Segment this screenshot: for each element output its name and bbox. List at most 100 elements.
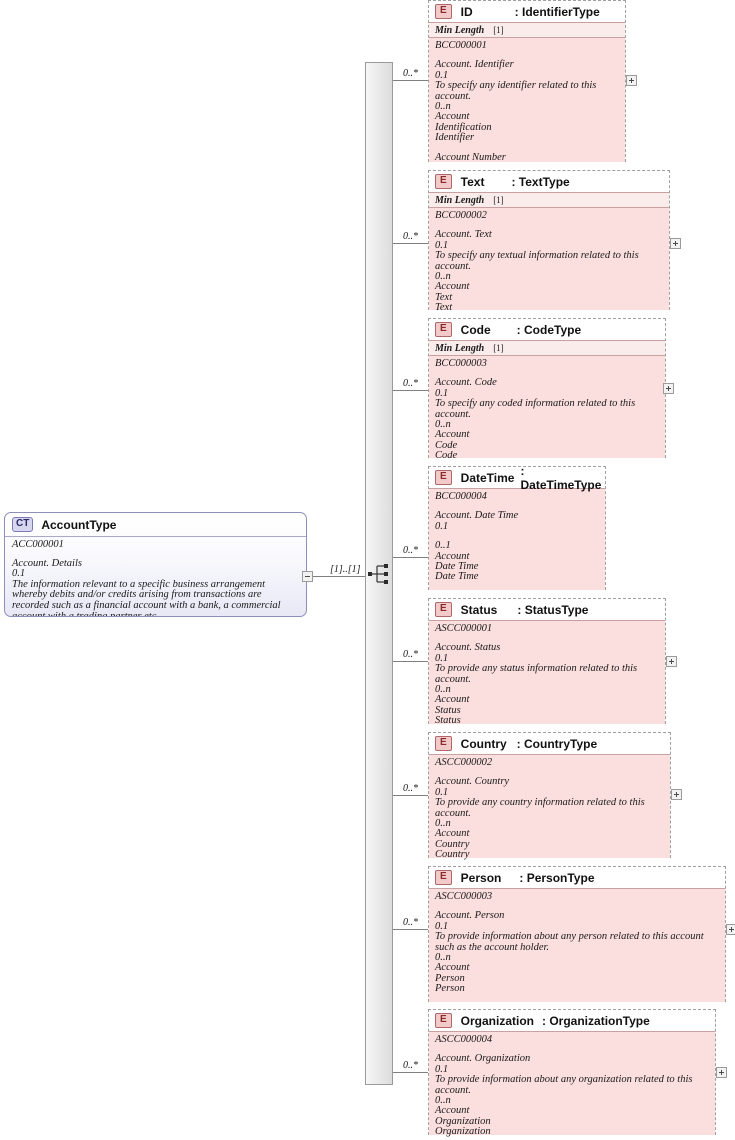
element-box-person[interactable]: E Person : PersonType ASCC000003 Account…: [428, 866, 726, 1002]
element-property-term: Date Time: [435, 561, 479, 573]
element-property-term: Organization: [435, 1115, 491, 1127]
expand-toggle-code[interactable]: [663, 383, 674, 394]
connector-sequence-to-text: [393, 243, 428, 244]
element-version: 0.1: [435, 920, 449, 932]
element-header-id: E ID : IdentifierType: [429, 1, 625, 23]
element-body-person: ASCC000003 Account. Person 0.1 To provid…: [429, 889, 725, 1002]
expand-toggle-text[interactable]: [670, 238, 681, 249]
element-header-code: E Code : CodeType: [429, 319, 665, 341]
facet-label: Min Length: [435, 342, 485, 354]
element-box-text[interactable]: E Text : TextType Min Length [1] BCC0000…: [428, 170, 670, 314]
sequence-icon: [368, 563, 392, 585]
cardinality-code: 0..*: [403, 378, 418, 389]
element-representation-term: Date Time: [435, 571, 479, 583]
element-header-datetime: E DateTime : DateTimeType: [429, 463, 605, 492]
element-badge-icon: E: [435, 322, 452, 337]
element-name-person: Person: [460, 870, 502, 885]
element-body-id: BCC000001 Account. Identifier 0.1 To spe…: [429, 38, 625, 163]
element-badge-icon: E: [435, 736, 452, 751]
element-facet-code: Min Length [1]: [429, 341, 665, 356]
connector-sequence-to-id: [393, 80, 428, 81]
element-type-organization: : OrganizationType: [542, 1013, 650, 1028]
element-id-code: BCC000002: [435, 210, 487, 221]
element-box-status[interactable]: E Status : StatusType ASCC000001 Account…: [428, 598, 666, 727]
element-badge-icon: E: [435, 470, 452, 485]
element-facet-id: Min Length [1]: [429, 23, 625, 38]
element-box-id[interactable]: E ID : IdentifierType Min Length [1] BCC…: [428, 0, 626, 163]
element-property-term: Country: [435, 838, 470, 850]
collapse-toggle-accounttype[interactable]: [302, 571, 313, 582]
element-body-status: ASCC000001 Account. Status 0.1 To provid…: [429, 621, 665, 727]
element-definition: To specify any coded information related…: [435, 398, 636, 420]
element-object-class: Account: [435, 429, 470, 441]
complextype-badge-icon: CT: [12, 517, 34, 532]
expand-toggle-country[interactable]: [671, 789, 682, 800]
element-box-datetime[interactable]: E DateTime : DateTimeType BCC000004 Acco…: [428, 463, 606, 590]
element-id-code: BCC000001: [435, 40, 487, 51]
element-body-country: ASCC000002 Account. Country 0.1 To provi…: [429, 755, 670, 861]
element-version: 0.1: [435, 1063, 449, 1075]
facet-occurrence: [1]: [493, 343, 504, 353]
element-definition: To provide information about any person …: [435, 931, 704, 953]
element-version: 0.1: [435, 652, 449, 664]
element-name-text: Text: [460, 174, 485, 189]
element-representation-term: Identifier: [435, 132, 475, 144]
complextype-dictionary-name: Account. Details: [12, 557, 82, 569]
element-property-term: Identification: [435, 121, 492, 133]
element-dictionary-name: Account. Country: [435, 776, 510, 788]
element-box-code[interactable]: E Code : CodeType Min Length [1] BCC0000…: [428, 318, 666, 461]
element-header-organization: E Organization : OrganizationType: [429, 1010, 715, 1032]
expand-toggle-id[interactable]: [626, 75, 637, 86]
cardinality-text: 0..*: [403, 231, 418, 242]
element-property-term: Status: [435, 704, 461, 716]
element-object-class: Account: [435, 694, 470, 706]
element-box-country[interactable]: E Country : CountryType ASCC000002 Accou…: [428, 732, 671, 861]
expand-toggle-person[interactable]: [726, 924, 735, 935]
element-type-datetime: : DateTimeType: [520, 463, 602, 492]
element-representation-term: Text: [435, 302, 453, 314]
element-object-class: Account: [435, 111, 470, 123]
connector-sequence-to-country: [393, 795, 428, 796]
expand-toggle-organization[interactable]: [716, 1067, 727, 1078]
expand-toggle-status[interactable]: [666, 656, 677, 667]
element-representation-term: Person: [435, 983, 465, 995]
element-dictionary-name: Account. Person: [435, 910, 505, 922]
element-type-status: : StatusType: [517, 602, 589, 617]
element-type-code: : CodeType: [516, 322, 582, 337]
element-extra-note: Account Number: [435, 151, 506, 163]
element-badge-icon: E: [435, 870, 452, 885]
element-type-text: : TextType: [511, 174, 570, 189]
element-version: 0.1: [435, 69, 449, 81]
cardinality-organization: 0..*: [403, 1060, 418, 1071]
element-body-text: BCC000002 Account. Text 0.1 To specify a…: [429, 208, 669, 314]
element-occurrence: 0..n: [435, 271, 451, 283]
element-dictionary-name: Account. Code: [435, 377, 497, 389]
element-version: 0.1: [435, 786, 449, 798]
element-property-term: Person: [435, 972, 465, 984]
facet-label: Min Length: [435, 24, 485, 36]
connector-sequence-to-organization: [393, 1072, 428, 1073]
cardinality-id: 0..*: [403, 68, 418, 79]
element-version: 0.1: [435, 239, 449, 251]
element-representation-term: Status: [435, 715, 461, 727]
element-name-organization: Organization: [460, 1013, 535, 1028]
element-representation-term: Country: [435, 849, 470, 861]
element-occurrence: 0..n: [435, 952, 451, 964]
cardinality-root: [1]..[1]: [330, 564, 361, 575]
element-occurrence: 0..n: [435, 818, 451, 830]
complextype-box-accounttype[interactable]: CT AccountType ACC000001 Account. Detail…: [4, 512, 307, 617]
connector-sequence-to-code: [393, 390, 428, 391]
element-id-code: ASCC000001: [435, 623, 493, 634]
element-dictionary-name: Account. Identifier: [435, 59, 514, 71]
element-box-organization[interactable]: E Organization : OrganizationType ASCC00…: [428, 1009, 716, 1137]
element-occurrence: 0..n: [435, 1095, 451, 1107]
element-object-class: Account: [435, 1105, 470, 1117]
facet-occurrence: [1]: [493, 195, 504, 205]
cardinality-status: 0..*: [403, 649, 418, 660]
element-version: 0.1: [435, 520, 449, 532]
element-badge-icon: E: [435, 174, 452, 189]
element-header-text: E Text : TextType: [429, 171, 669, 193]
element-occurrence: 0..1: [435, 540, 451, 552]
cardinality-person: 0..*: [403, 917, 418, 928]
